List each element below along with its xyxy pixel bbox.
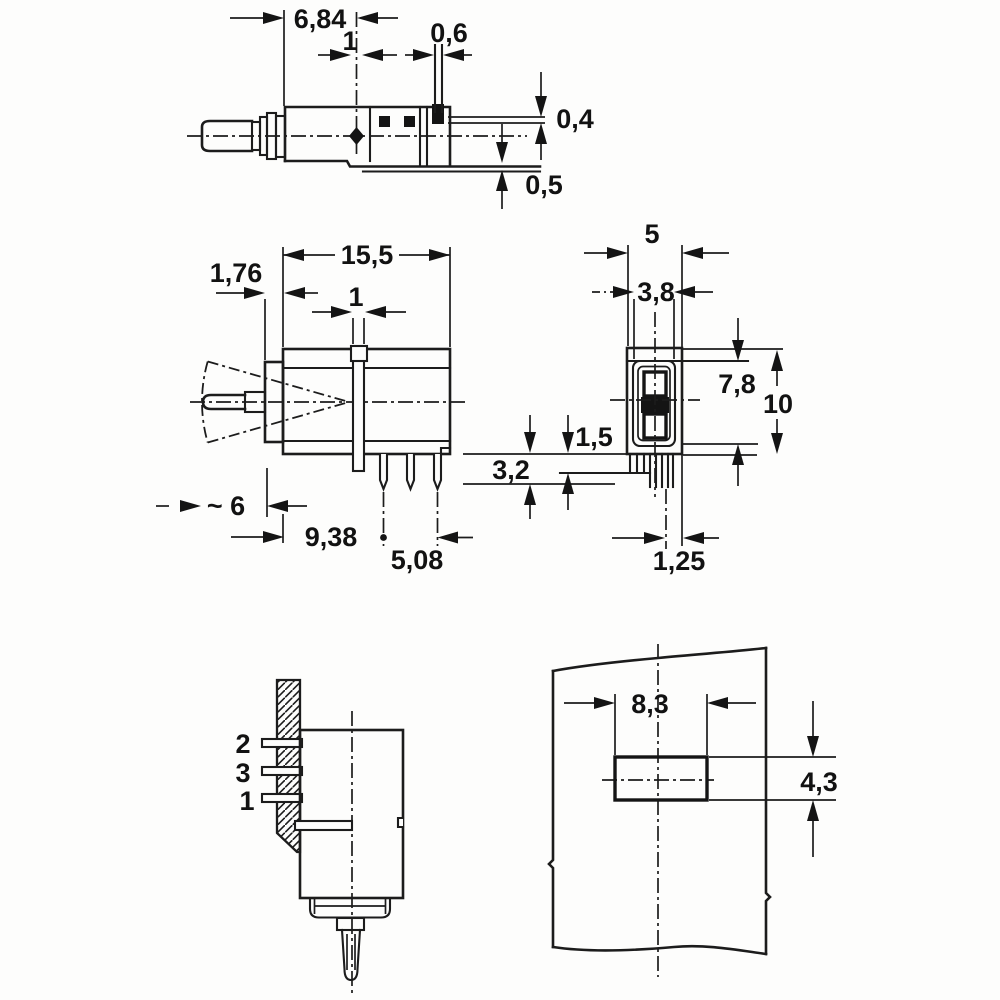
dim-label: 0,4 xyxy=(556,104,594,134)
dim-5-08: 5,08 xyxy=(380,492,473,575)
dim-label: 0,5 xyxy=(525,170,563,200)
dim-0-4: 0,4 xyxy=(448,72,594,160)
panel-left-edge xyxy=(547,669,555,949)
bracket-tab-legs xyxy=(628,452,646,474)
locating-pin-cap xyxy=(349,344,369,363)
dim-label: 6,84 xyxy=(294,4,347,34)
dim-label: 7,8 xyxy=(718,369,756,399)
dim-0-6: 0,6 xyxy=(405,18,472,61)
dim-9-38: 9,38 xyxy=(231,514,357,552)
terminal-pin xyxy=(405,452,416,492)
switch-body-front xyxy=(190,344,466,492)
pin-label-1: 1 xyxy=(239,786,254,816)
dim-label: ~ 6 xyxy=(207,491,245,521)
dim-label: 15,5 xyxy=(341,240,394,270)
dim-label: 9,38 xyxy=(305,522,358,552)
terminal-pin-legs xyxy=(648,452,675,489)
dim-label: 1 xyxy=(348,282,363,312)
dim-6-84: 6,84 xyxy=(230,4,398,106)
dim-0-5: 0,5 xyxy=(496,124,563,209)
dim-label: 1,76 xyxy=(210,258,263,288)
dim-4-3: 4,3 xyxy=(709,701,838,857)
lever-travel-line xyxy=(207,401,350,444)
panel-cutout xyxy=(613,755,709,802)
dim-label: 5 xyxy=(644,219,659,249)
terminal-pin-3 xyxy=(260,765,304,777)
bracket-frame xyxy=(631,359,677,448)
dim-label: 1,25 xyxy=(653,546,706,576)
cutout-view: 8,3 4,3 xyxy=(547,644,838,977)
dim-1-pin: 1 xyxy=(318,26,397,61)
dim-label: 8,3 xyxy=(631,689,669,719)
panel-right-edge xyxy=(764,646,772,956)
dim-1-76: 1,76 xyxy=(210,258,318,360)
pin-label-2: 2 xyxy=(235,729,250,759)
lever-travel-line xyxy=(207,360,350,403)
front-view: 15,5 1,76 1 ~ 6 xyxy=(156,240,473,575)
dim-label: 1,5 xyxy=(575,422,613,452)
dim-label: 3,8 xyxy=(637,277,675,307)
dim-label: 1 xyxy=(342,26,357,56)
panel-top-edge xyxy=(551,646,768,673)
dim-3-8: 3,8 xyxy=(592,277,713,359)
pin-label-3: 3 xyxy=(235,758,250,788)
terminal-pin xyxy=(378,452,389,492)
dim-1-pin-front: 1 xyxy=(312,282,406,344)
dim-label: 10 xyxy=(763,389,793,419)
panel-bottom-edge xyxy=(551,944,768,956)
dim-label: 5,08 xyxy=(391,545,444,575)
lever-travel-arc xyxy=(201,361,209,443)
dim-3-2: 3,2 xyxy=(492,415,536,519)
dim-1-25: 1,25 xyxy=(612,489,719,576)
dim-1-5: 1,5 xyxy=(562,415,613,510)
dim-5: 5 xyxy=(584,219,729,546)
mounting-tab xyxy=(293,819,354,832)
locating-pin xyxy=(351,347,366,473)
bracket-frame-inner xyxy=(637,365,671,442)
terminal-pin-1 xyxy=(260,792,304,804)
dim-7-8: 7,8 xyxy=(718,318,756,486)
dim-10: 10 xyxy=(763,350,793,454)
dim-15-5: 15,5 xyxy=(282,240,451,347)
rear-view: 5 3,8 7,8 10 xyxy=(463,219,793,576)
rivet-hole xyxy=(404,116,415,127)
locating-pin-end xyxy=(349,127,364,145)
corner-notch xyxy=(439,446,452,456)
mounted-view: 2 3 1 xyxy=(235,678,405,996)
dim-lever-6: ~ 6 xyxy=(156,468,307,521)
side-view: 6,84 1 0,6 0,4 xyxy=(187,4,594,209)
dim-label: 4,3 xyxy=(800,767,838,797)
dim-8-3: 8,3 xyxy=(564,689,756,755)
lever-rod xyxy=(340,928,362,982)
lever-collar xyxy=(335,916,366,932)
switch-body-side xyxy=(187,12,542,173)
dim-label: 0,6 xyxy=(430,18,468,48)
body-bottom-edge xyxy=(283,159,542,168)
rivet-hole xyxy=(379,116,390,127)
terminal-pin-2 xyxy=(260,737,304,749)
side-notch xyxy=(396,816,405,829)
dim-label: 3,2 xyxy=(492,455,530,485)
terminal-pin xyxy=(432,452,443,492)
threaded-bushing xyxy=(308,896,392,919)
